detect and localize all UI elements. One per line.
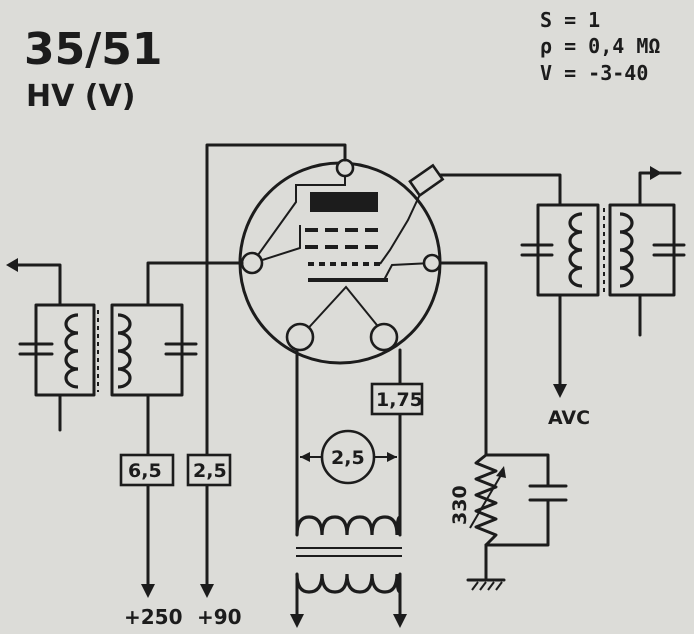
pin-screen [240,251,264,275]
label-cathode-resistor: 330 [449,485,471,525]
spec-voltage: V = -3-40 [540,61,648,85]
tube-plate [310,192,378,212]
grid-lead [379,189,423,265]
box-screen-value [186,453,232,487]
right-tank-secondary [608,203,676,297]
label-supply-plate: +250 [124,605,183,629]
input-arrow-right [650,166,662,180]
pin-heater-1 [285,322,315,352]
tube-symbol [238,158,445,365]
right-if-transformer [520,166,686,337]
spec-resistance: ρ = 0,4 MΩ [540,34,660,58]
arrow-plus250 [141,584,155,598]
arrow-plus90 [200,584,214,598]
left-if-transformer [6,258,198,432]
spec-slope: S = 1 [540,8,600,32]
label-heater-voltage: 2,5 [331,447,365,469]
screen-lead [252,225,301,264]
pin-plate [335,158,355,178]
box-plate-value [119,453,175,487]
wire-cap-top [484,453,550,488]
avc-arrow [553,384,567,398]
label-screen-value: 2,5 [193,460,227,482]
top-cap [408,163,445,198]
heater-transformer [290,515,407,628]
label-heater-current: 1,75 [376,389,423,411]
wire-cathode [440,261,488,457]
right-tank-primary [536,203,600,297]
left-tank-primary [34,303,96,397]
cathode-lead [383,262,433,281]
pin-heater-2 [369,322,399,352]
arrowhead-right [387,452,397,462]
arrowhead-left [300,452,310,462]
pin-cathode [422,253,442,273]
tube-type: HV (V) [26,79,135,114]
label-supply-screen: +90 [197,605,242,629]
wire-cap-bottom [484,498,550,547]
tube-code: 35/51 [24,24,163,75]
ground-hatch [471,581,503,591]
circle-heater-voltage [320,429,376,485]
wire-plate-supply [205,143,347,592]
box-heater-current [370,382,424,416]
left-tank-secondary [110,303,184,397]
wire-top-cap [438,173,562,207]
label-plate-value: 6,5 [128,460,162,482]
label-avc: AVC [548,407,590,429]
output-arrow-left [6,258,18,272]
wire-screen [146,261,244,307]
heater-filament [301,285,386,336]
